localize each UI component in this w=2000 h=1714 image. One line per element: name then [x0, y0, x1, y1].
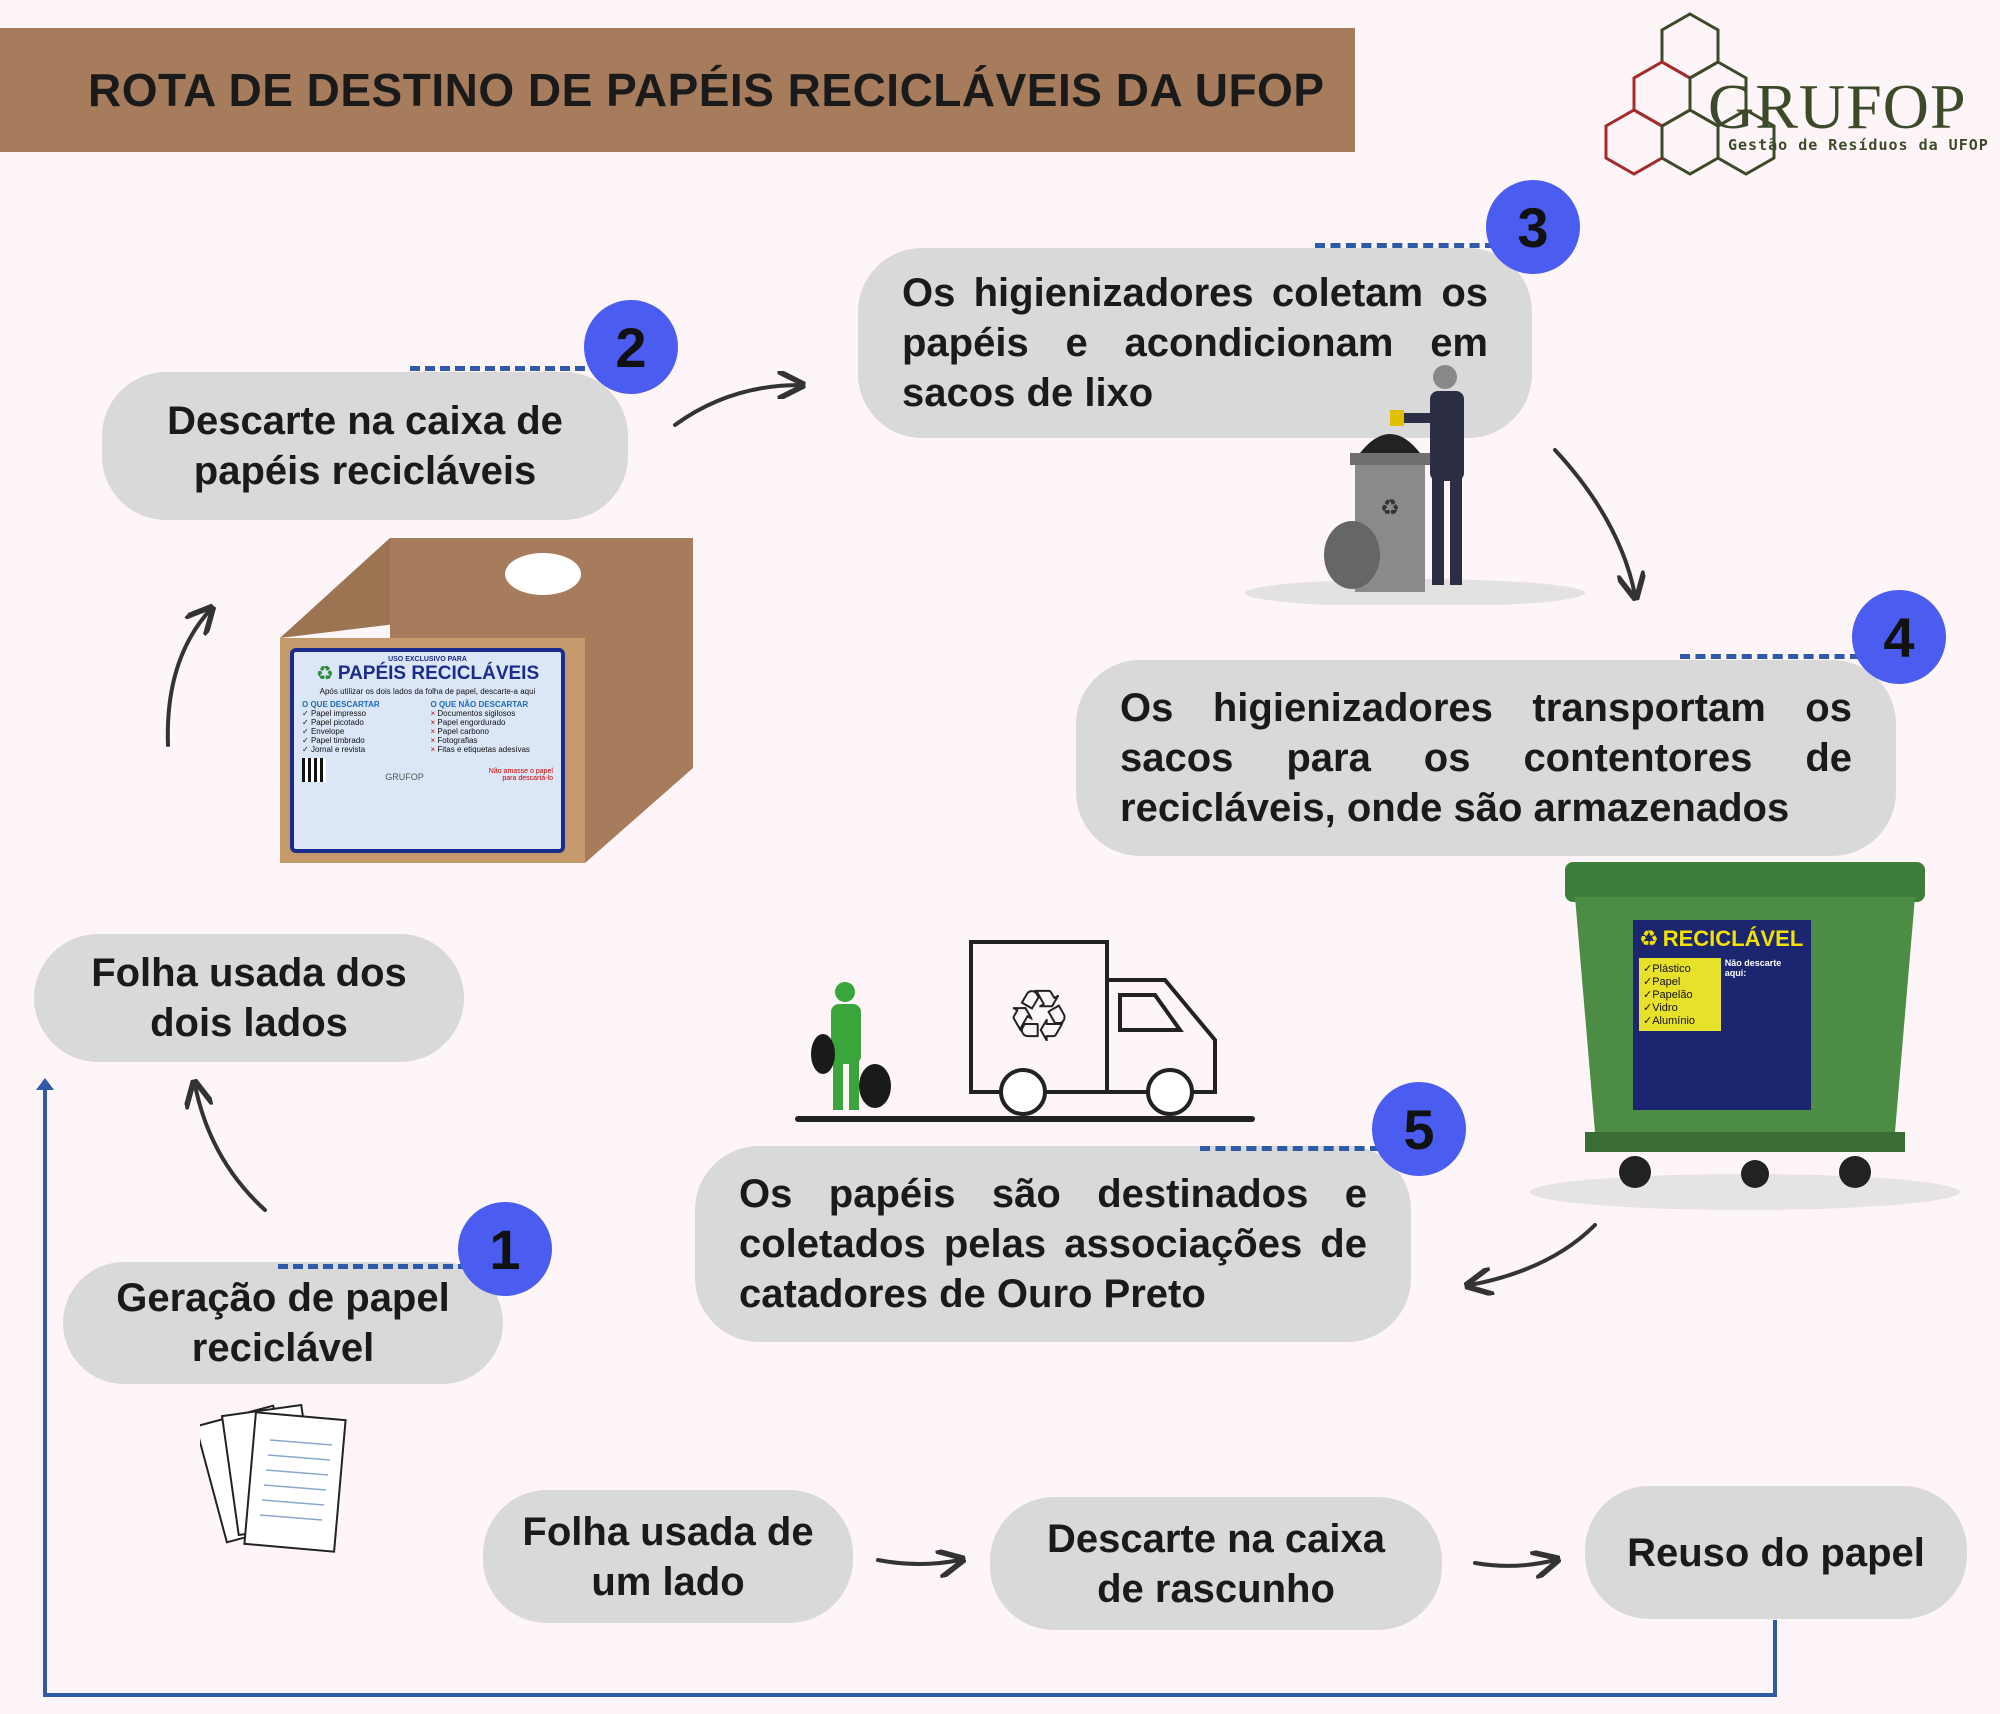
box-label-instruction: Após utilizar os dois lados da folha de …	[319, 687, 536, 696]
arrow-1-to-branch	[195, 1085, 267, 1212]
step-4-dash	[1680, 654, 1860, 659]
svg-text:♻: ♻	[1008, 977, 1071, 1055]
step-1-dash	[278, 1264, 468, 1269]
logo-subtitle: Gestão de Resíduos da UFOP	[1728, 136, 1989, 154]
paper-sheets-illustration	[200, 1403, 347, 1553]
step-5-dash	[1200, 1146, 1380, 1151]
cleaner-with-bin-illustration: ♻	[1245, 365, 1585, 605]
step-1-pill: Geração de papel reciclável	[63, 1262, 503, 1384]
step-5-text: Os papéis são destinados e coletados pel…	[739, 1172, 1367, 1316]
container-allowed-item: ✓Alumínio	[1643, 1015, 1696, 1027]
step-2-badge: 2	[584, 300, 678, 394]
step-2-pill: Descarte na caixa de papéis recicláveis	[102, 372, 628, 520]
step-1-badge: 1	[458, 1202, 552, 1296]
box-label-brand: GRUFOP	[385, 772, 424, 782]
step-5-badge: 5	[1372, 1082, 1466, 1176]
box-allowed-item: ✓ Papel timbrado	[302, 736, 365, 745]
box-allowed-item: ✓ Envelope	[302, 727, 345, 736]
arrow-oneside-to-draft	[876, 1560, 960, 1564]
box-allowed-item: ✓ Jornal e revista	[302, 745, 366, 754]
step-2-dash	[410, 366, 600, 371]
container-allowed-item: ✓Papel	[1643, 976, 1681, 988]
step-3-pill: Os higienizadores coletam os papéis e ac…	[858, 248, 1532, 438]
box-label-header: USO EXCLUSIVO PARA	[388, 656, 467, 663]
title-bar: ROTA DE DESTINO DE PAPÉIS RECICLÁVEIS DA…	[0, 28, 1355, 152]
step-4-text: Os higienizadores transportam os sacos p…	[1120, 686, 1852, 830]
arrow-draft-to-reuse	[1473, 1560, 1555, 1566]
truck-and-collector-illustration: ♻	[795, 940, 1255, 1122]
reuse-text: Reuso do papel	[1627, 1530, 1925, 1575]
recycle-icon: ♻	[1639, 926, 1659, 951]
step-3-text: Os higienizadores coletam os papéis e ac…	[902, 271, 1488, 415]
arrow-3-to-4	[1553, 448, 1635, 595]
step-4-badge: 4	[1852, 590, 1946, 684]
step-5-pill: Os papéis são destinados e coletados pel…	[695, 1146, 1411, 1342]
step-4-pill: Os higienizadores transportam os sacos p…	[1076, 660, 1896, 856]
box-label-title: PAPÉIS RECICLÁVEIS	[337, 663, 540, 684]
svg-text:♻: ♻	[1380, 495, 1400, 520]
reuse-pill: Reuso do papel	[1585, 1486, 1967, 1619]
container-label: ♻ RECICLÁVEL ✓Plástico ✓Papel ✓Papelão ✓…	[1633, 920, 1811, 1110]
logo-name: GRUFOP	[1708, 71, 1967, 142]
container-allowed-item: ✓Papelão	[1643, 989, 1693, 1001]
box-label: USO EXCLUSIVO PARA ♻ PAPÉIS RECICLÁVEIS …	[290, 648, 565, 853]
arrow-4-to-5	[1470, 1223, 1597, 1285]
step-3-badge: 3	[1486, 180, 1580, 274]
box-forbidden-item: × Documentos sigilosos	[430, 709, 516, 718]
qr-code-icon	[302, 758, 326, 782]
draft-box-pill: Descarte na caixa de rascunho	[990, 1497, 1442, 1630]
one-side-text: Folha usada de um lado	[522, 1509, 814, 1604]
page-title: ROTA DE DESTINO DE PAPÉIS RECICLÁVEIS DA…	[88, 64, 1325, 116]
box-forbidden-item: × Papel engordurado	[430, 718, 506, 727]
container-allowed-item: ✓Vidro	[1643, 1002, 1678, 1014]
box-forbidden-title: O QUE NÃO DESCARTAR	[430, 700, 529, 709]
both-sides-pill: Folha usada dos dois lados	[34, 934, 464, 1062]
grufop-logo-icon	[1604, 12, 1776, 176]
box-allowed-item: ✓ Papel impresso	[302, 709, 367, 718]
recycle-icon: ♻	[315, 663, 334, 685]
container-label-title: RECICLÁVEL	[1662, 926, 1804, 951]
container-allowed-item: ✓Plástico	[1643, 963, 1691, 975]
both-sides-text: Folha usada dos dois lados	[91, 951, 407, 1045]
box-allowed-item: ✓ Papel picotado	[302, 718, 364, 727]
box-label-footer: Não amasse o papel para descartá-lo	[488, 768, 553, 782]
box-forbidden-item: × Fitas e etiquetas adesivas	[430, 745, 530, 754]
container-forbidden-title: Não descarte aqui:	[1724, 958, 1782, 978]
step-3-dash	[1315, 243, 1495, 248]
reuse-loop-line	[43, 1085, 1777, 1697]
step-1-text: Geração de papel reciclável	[116, 1276, 450, 1370]
one-side-pill: Folha usada de um lado	[483, 1490, 853, 1623]
arrow-2-to-3	[673, 385, 800, 427]
box-allowed-title: O QUE DESCARTAR	[302, 700, 380, 709]
step-2-text: Descarte na caixa de papéis recicláveis	[167, 399, 563, 493]
box-forbidden-item: × Papel carbono	[430, 727, 490, 736]
box-forbidden-item: × Fotografias	[430, 736, 478, 745]
draft-box-text: Descarte na caixa de rascunho	[1046, 1516, 1385, 1611]
arrow-branch-to-2	[165, 610, 210, 747]
